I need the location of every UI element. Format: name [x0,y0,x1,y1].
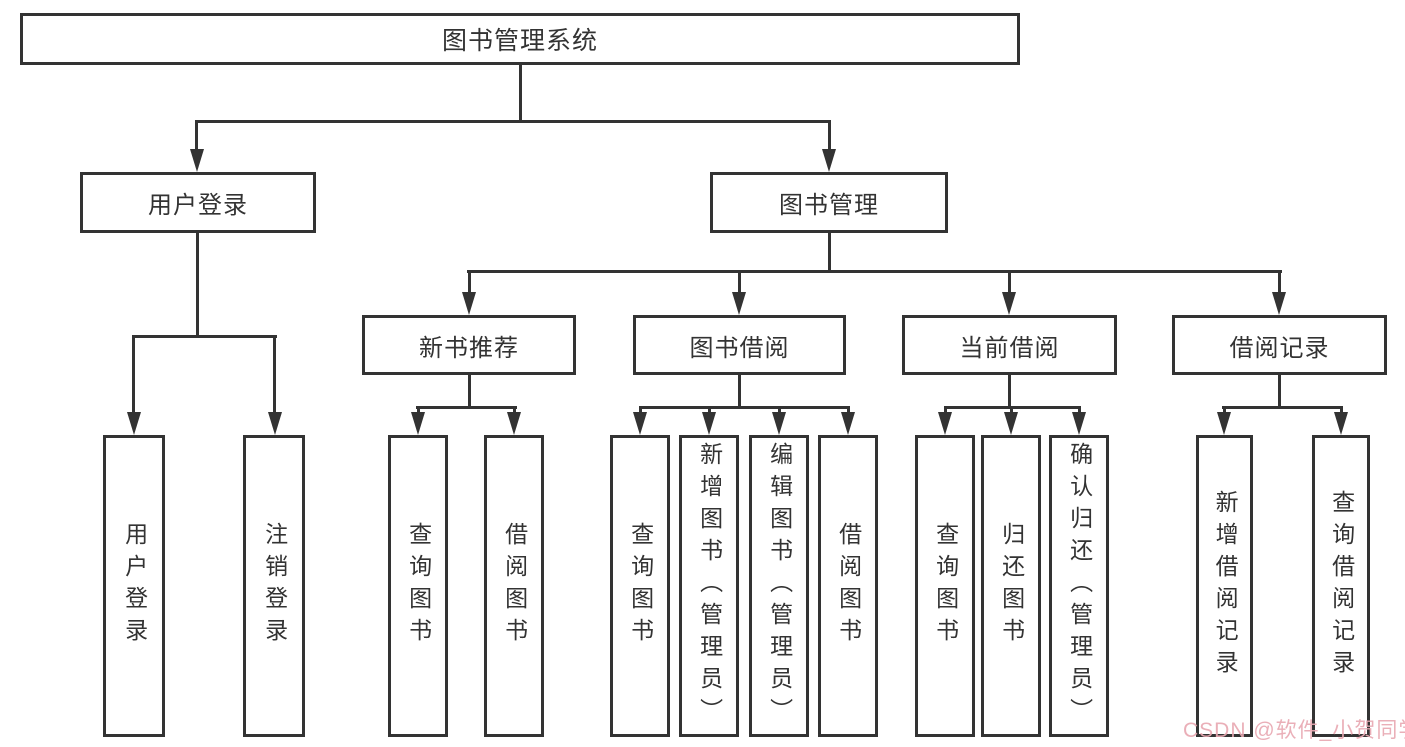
connector-line [639,406,850,409]
arrow-down-icon [732,292,746,315]
connector-line [417,406,420,416]
arrow-down-icon [268,412,282,435]
leaf-query-books-borrowing: 查询图书 [610,435,670,737]
arrow-down-icon [822,149,836,172]
arrow-down-icon [1002,292,1016,315]
arrow-down-icon [702,412,716,435]
arrow-down-icon [772,412,786,435]
node-book-borrowing: 图书借阅 [633,315,846,375]
leaf-label: 编辑图书（管理员） [766,442,793,730]
leaf-label: 查询图书 [932,522,959,650]
leaf-label: 新增图书（管理员） [696,442,723,730]
leaf-confirm-return-admin: 确认归还（管理员） [1049,435,1109,737]
connector-line [416,406,517,409]
connector-line [708,406,711,416]
connector-line [1008,270,1011,295]
node-library-management-system: 图书管理系统 [20,13,1020,65]
connector-line [1078,406,1081,416]
connector-line [738,375,741,409]
connector-line [468,270,471,295]
node-book-management: 图书管理 [710,172,948,233]
connector-line [195,120,198,152]
node-label: 图书管理 [779,192,879,219]
node-label: 图书借阅 [689,334,790,362]
node-label: 图书管理系统 [441,27,598,55]
connector-line [467,270,1282,273]
leaf-borrow-books-recommend: 借阅图书 [484,435,544,737]
connector-line [1278,270,1281,295]
arrow-down-icon [411,412,425,435]
leaf-return-books: 归还图书 [981,435,1041,737]
leaf-label: 注销登录 [261,522,288,650]
leaf-label: 新增借阅记录 [1212,490,1239,682]
connector-line [196,120,831,123]
leaf-query-borrow-record: 查询借阅记录 [1312,435,1370,737]
connector-line [1223,406,1226,416]
leaf-borrow-books: 借阅图书 [818,435,878,737]
arrow-down-icon [633,412,647,435]
arrow-down-icon [841,412,855,435]
arrow-down-icon [1004,412,1018,435]
connector-line [778,406,781,416]
connector-line [1010,406,1013,416]
node-current-borrowing: 当前借阅 [902,315,1117,375]
arrow-down-icon [190,149,204,172]
leaf-query-books-recommend: 查询图书 [388,435,448,737]
leaf-label: 确认归还（管理员） [1066,442,1093,730]
node-borrowing-records: 借阅记录 [1172,315,1387,375]
connector-line [944,406,947,416]
connector-line [519,65,522,122]
connector-line [1008,375,1011,409]
leaf-add-books-admin: 新增图书（管理员） [679,435,739,737]
leaf-label: 查询图书 [627,522,654,650]
connector-line [639,406,642,416]
connector-line [1278,375,1281,409]
connector-line [828,232,831,273]
arrow-down-icon [1334,412,1348,435]
connector-line [828,120,831,152]
node-label: 用户登录 [148,192,248,219]
arrow-down-icon [1272,292,1286,315]
arrow-down-icon [127,412,141,435]
leaf-add-borrow-record: 新增借阅记录 [1196,435,1253,737]
leaf-label: 查询借阅记录 [1328,490,1355,682]
leaf-logout: 注销登录 [243,435,305,737]
node-label: 当前借阅 [959,334,1060,362]
leaf-label: 归还图书 [998,522,1025,650]
arrow-down-icon [1217,412,1231,435]
leaf-label: 借阅图书 [501,522,528,650]
node-label: 新书推荐 [419,334,519,362]
node-label: 借阅记录 [1229,334,1330,362]
leaf-label: 查询图书 [405,522,432,650]
arrow-down-icon [938,412,952,435]
connector-line [196,232,199,338]
node-user-login: 用户登录 [80,172,316,233]
leaf-label: 借阅图书 [835,522,862,650]
connector-line [132,335,277,338]
connector-line [132,335,135,415]
node-new-book-recommend: 新书推荐 [362,315,576,375]
csdn-watermark: CSDN @软件_小贺同学 [1183,719,1405,742]
connector-line [738,270,741,295]
connector-line [1222,406,1342,409]
connector-line [847,406,850,416]
connector-line [1340,406,1343,416]
leaf-edit-books-admin: 编辑图书（管理员） [749,435,809,737]
arrow-down-icon [507,412,521,435]
arrow-down-icon [462,292,476,315]
connector-line [513,406,516,416]
leaf-label: 用户登录 [121,522,148,650]
connector-line [468,375,471,409]
connector-line [273,335,276,415]
arrow-down-icon [1072,412,1086,435]
leaf-user-login: 用户登录 [103,435,165,737]
leaf-query-books-current: 查询图书 [915,435,975,737]
